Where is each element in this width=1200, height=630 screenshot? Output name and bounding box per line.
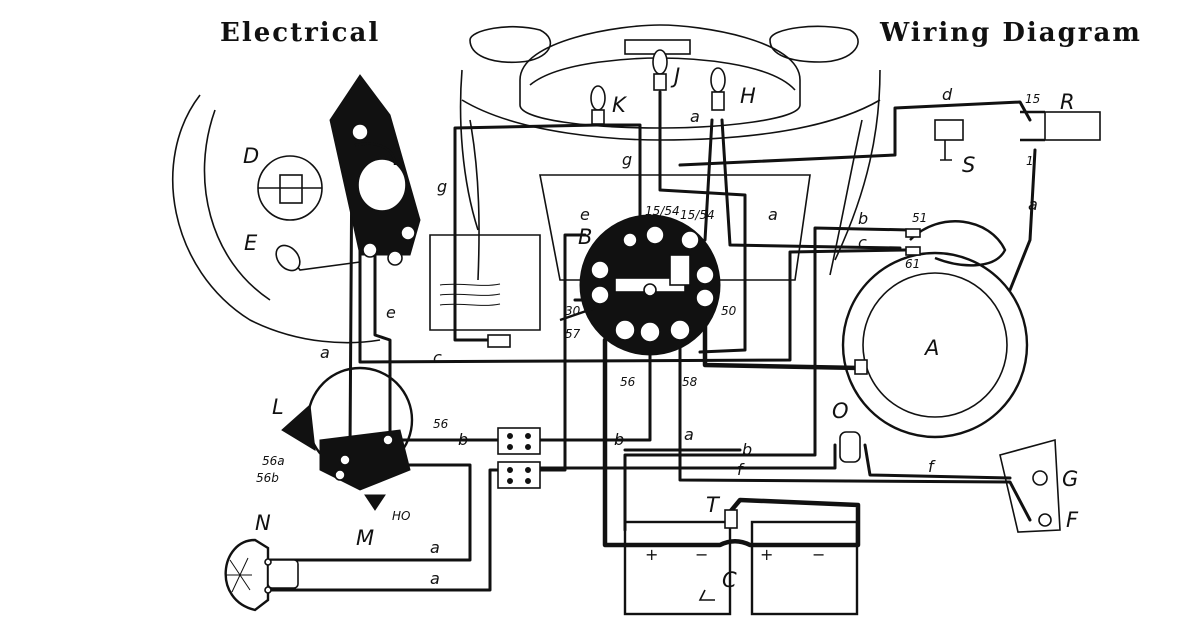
wire-label-b: b xyxy=(614,430,624,449)
label-h: H xyxy=(740,84,756,108)
label-n: N xyxy=(255,511,271,535)
wire-label-c: c xyxy=(858,233,867,252)
terminal-61: 61 xyxy=(905,257,920,271)
wire-label-b: b xyxy=(458,430,468,449)
wire-label-a: a xyxy=(320,343,330,362)
terminal-15-54-left: 15/54 xyxy=(645,204,680,218)
label-k: K xyxy=(612,93,628,117)
terminal-30: 30 xyxy=(565,304,581,318)
wire-label-a: a xyxy=(430,569,440,588)
junction-blocks xyxy=(497,427,541,489)
label-e: E xyxy=(244,231,258,255)
wire-label-g: g xyxy=(437,177,447,196)
label-t: T xyxy=(706,493,721,517)
label-r: R xyxy=(1060,90,1075,114)
wire-label-a: a xyxy=(1028,195,1038,214)
wire-label-f: f xyxy=(737,460,745,479)
label-o: O xyxy=(832,399,849,423)
diagram-title-left: Electrical xyxy=(220,18,381,48)
terminal-ho: HO xyxy=(392,509,410,523)
wire-label-a: a xyxy=(768,205,778,224)
wire-label-a: a xyxy=(690,107,700,126)
label-d: D xyxy=(243,144,259,168)
wire-label-f: f xyxy=(928,457,936,476)
battery-polarity: + − + − xyxy=(645,545,825,564)
switch-panel-b xyxy=(559,214,721,356)
terminal-50: 50 xyxy=(721,304,737,318)
terminal-1: 1 xyxy=(1026,154,1034,168)
label-a: A xyxy=(923,336,939,360)
label-b: B xyxy=(578,225,592,249)
light-switch-l xyxy=(281,366,414,511)
terminal-15: 15 xyxy=(1025,92,1040,106)
car-body-outline xyxy=(171,24,881,344)
wire-label-b: b xyxy=(742,440,752,459)
component-labels: A B C D E F G H J K L M N O R S T xyxy=(243,64,1079,592)
diagram-title-right: Wiring Diagram xyxy=(880,18,1142,48)
wire-label-e: e xyxy=(386,303,396,322)
horn-n xyxy=(224,538,299,612)
label-f: F xyxy=(1066,508,1079,532)
wire-label-e: e xyxy=(580,205,590,224)
wire-label-a: a xyxy=(430,538,440,557)
terminal-labels: 15/54 15/54 30 57 56 58 50 51 61 15 1 56… xyxy=(256,92,1040,523)
terminal-56b: 56b xyxy=(256,471,279,485)
terminal-58: 58 xyxy=(682,375,698,389)
label-j: J xyxy=(670,64,680,88)
terminal-15-54-right: 15/54 xyxy=(680,208,715,222)
wire-label-c: c xyxy=(433,348,442,367)
terminal-51: 51 xyxy=(912,211,927,225)
label-s: S xyxy=(962,153,975,177)
wire-label-d: d xyxy=(942,85,953,104)
terminal-56: 56 xyxy=(620,375,636,389)
dynamo-a xyxy=(841,220,1029,439)
label-m: M xyxy=(356,526,374,550)
wire-label-g: g xyxy=(622,150,632,169)
battery-plus-left: + xyxy=(645,545,658,564)
wire-labels: a a a a a a a b b b b c c d e e f f g g xyxy=(320,85,1038,588)
wire-label-a: a xyxy=(684,425,694,444)
terminal-57: 57 xyxy=(565,327,581,341)
wire-label-b: b xyxy=(858,209,868,228)
label-c: C xyxy=(722,568,737,592)
headlamp-assembly xyxy=(257,74,421,272)
label-g: G xyxy=(1062,467,1078,491)
terminal-56-switch: 56 xyxy=(433,417,449,431)
label-l: L xyxy=(272,395,284,419)
battery-minus-left: − xyxy=(695,545,708,564)
battery-plus-right: + xyxy=(760,545,773,564)
terminal-56a: 56a xyxy=(262,454,285,468)
battery-c xyxy=(623,520,859,616)
bulbs-and-fittings xyxy=(429,49,1101,533)
battery-minus-right: − xyxy=(812,545,825,564)
